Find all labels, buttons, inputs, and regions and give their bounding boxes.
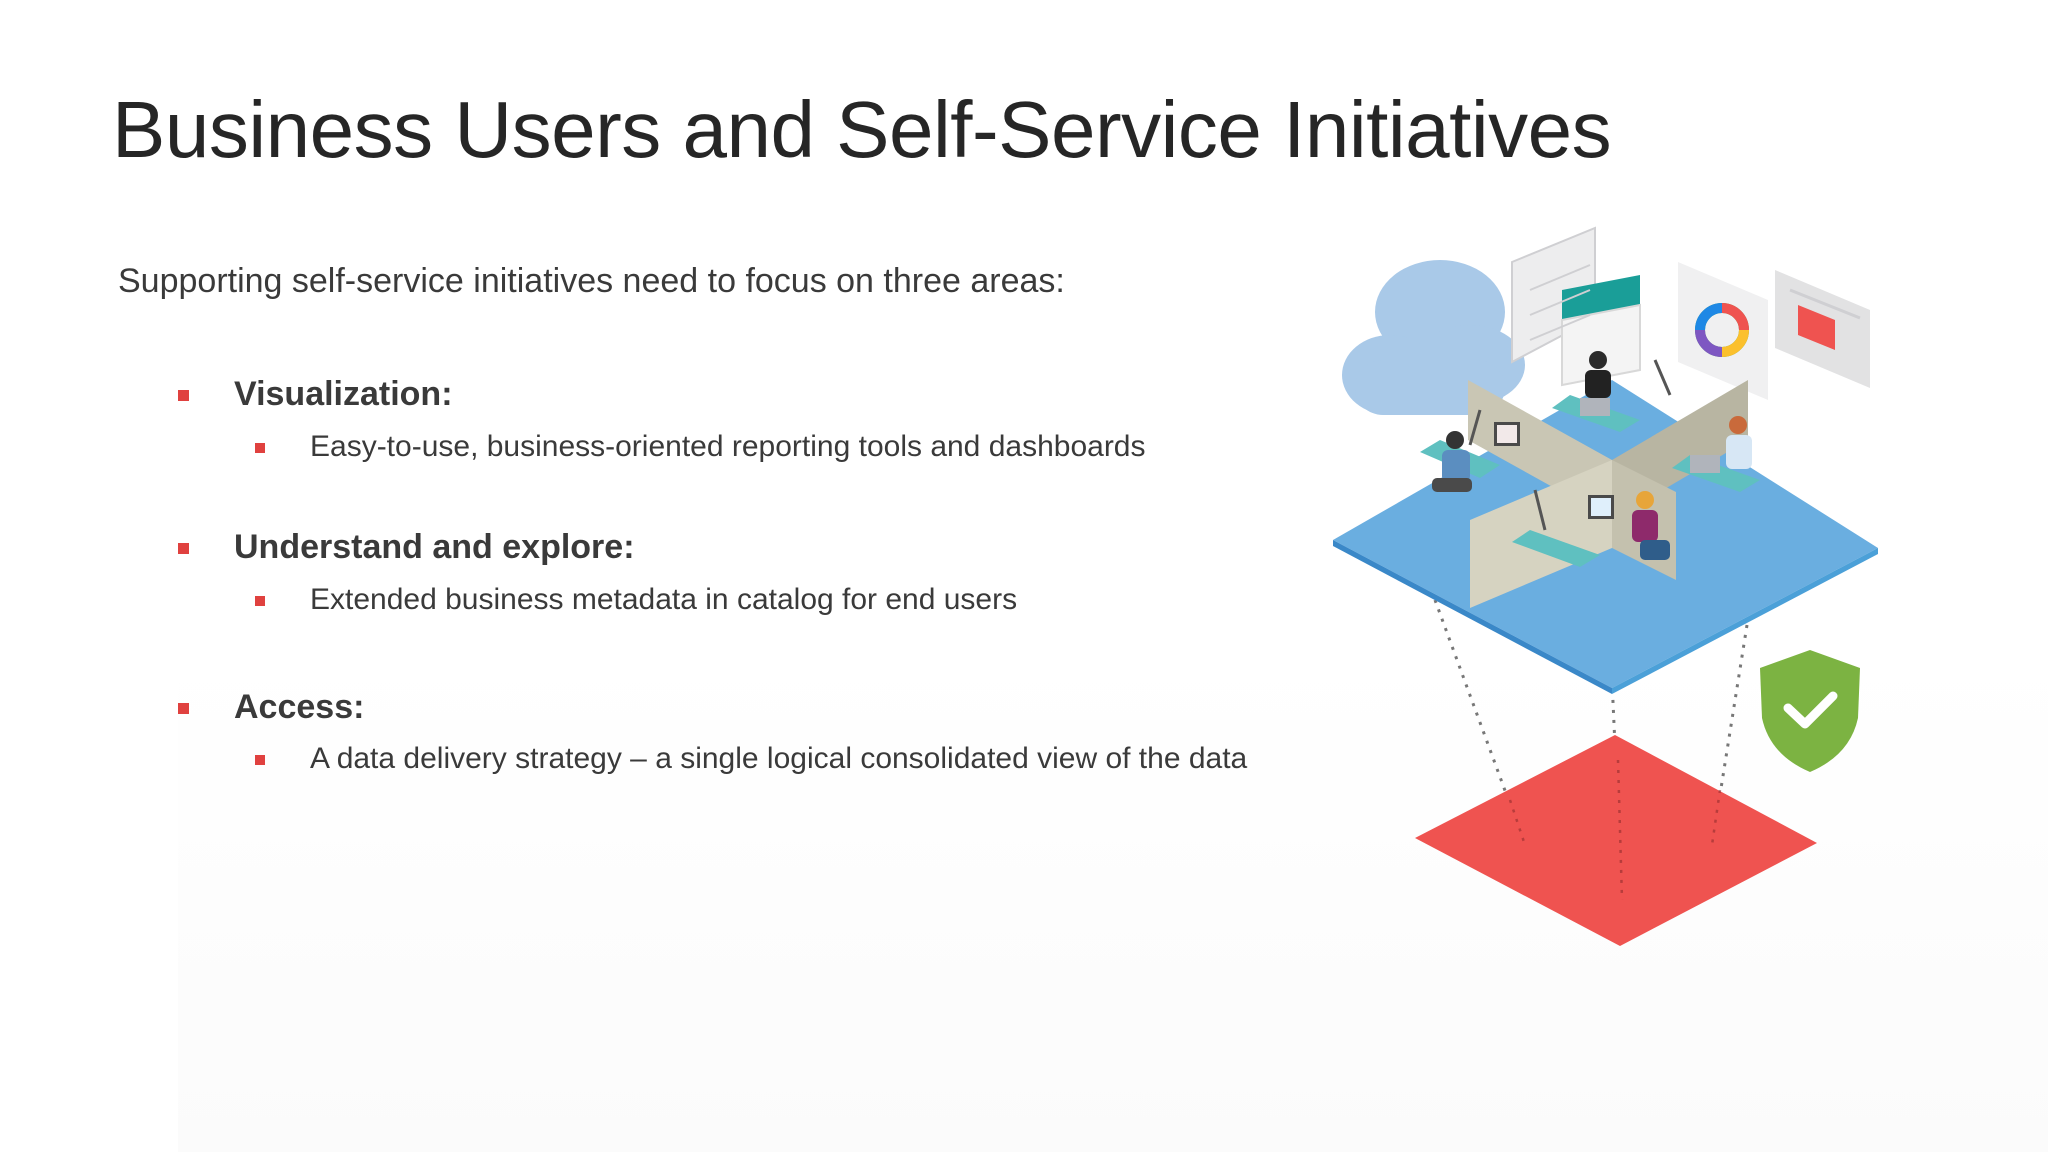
cloud-icon (1342, 260, 1525, 415)
person-icon (1632, 491, 1670, 560)
bullet-marker (178, 390, 189, 401)
sub-bullet-text: A data delivery strategy – a single logi… (310, 742, 1248, 775)
donut-chart-panel-icon (1678, 262, 1768, 400)
bullet-marker (178, 703, 189, 714)
bullet-marker (178, 543, 189, 554)
intro-text: Supporting self-service initiatives need… (118, 262, 1065, 300)
office-data-illustration (1333, 226, 1878, 946)
sub-bullet-marker (255, 443, 265, 453)
office-cubicles-platform (1333, 351, 1878, 694)
data-layer-platform (1415, 735, 1817, 946)
sub-bullet-marker (255, 755, 265, 765)
slide-title: Business Users and Self-Service Initiati… (112, 85, 1612, 174)
sub-bullet-marker (255, 596, 265, 606)
bullet-heading: Access: (234, 688, 365, 726)
table-panel-icon (1511, 226, 1641, 387)
shield-check-icon (1760, 650, 1860, 772)
bullet-heading: Understand and explore: (234, 528, 635, 566)
bullet-heading: Visualization: (234, 375, 453, 413)
sub-bullet-text: Extended business metadata in catalog fo… (310, 583, 1018, 616)
background-shade (178, 650, 2048, 1152)
person-icon (1432, 431, 1472, 492)
person-icon (1585, 351, 1611, 398)
report-panel-icon (1775, 270, 1870, 388)
person-icon (1726, 416, 1752, 469)
sub-bullet-text: Easy-to-use, business-oriented reporting… (310, 430, 1146, 463)
